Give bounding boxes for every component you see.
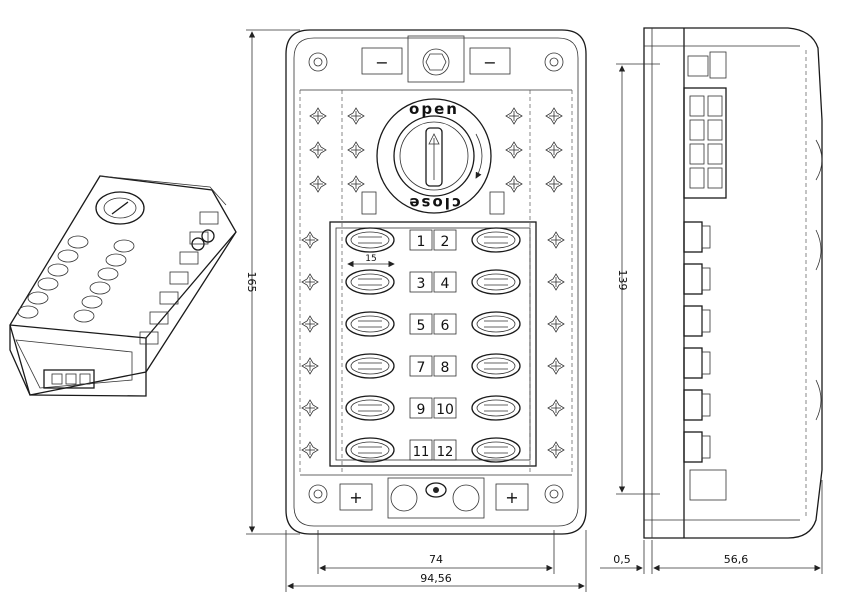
- offset-label: 0,5: [613, 553, 631, 566]
- isometric-view: [9, 175, 237, 397]
- minus-left: −: [375, 53, 388, 72]
- front-view: − − open close: [285, 29, 587, 535]
- front-dimensions: 165 74 94,56: [245, 29, 587, 592]
- fuse-number: 6: [441, 318, 450, 334]
- minus-right: −: [483, 53, 496, 72]
- fuse-number: 9: [417, 402, 426, 418]
- fuse-number: 1: [417, 234, 426, 250]
- plus-left: +: [349, 488, 362, 507]
- dial-open-label: open: [409, 100, 459, 118]
- fuse-number: 12: [437, 445, 454, 460]
- depth-label: 56,6: [724, 553, 749, 566]
- fuse-numbers: 1 2 3 4 5 6 7 8 9 10 11 12: [413, 234, 454, 460]
- side-view: [643, 27, 823, 539]
- fuse-number: 11: [413, 445, 430, 460]
- fuse-number: 10: [436, 402, 454, 418]
- fuse-number-boxes: [409, 229, 457, 461]
- fuse-number: 3: [417, 276, 426, 292]
- side-dimensions: 139 0,5 56,6: [600, 63, 823, 574]
- fuse-number: 4: [441, 276, 450, 292]
- width-inner-label: 74: [429, 553, 443, 566]
- side-screws: [301, 231, 565, 459]
- fuse-number: 8: [441, 360, 450, 376]
- fuse-number: 7: [417, 360, 426, 376]
- rotary-switch: open close: [376, 98, 492, 214]
- top-screws: [309, 107, 563, 193]
- iso-side-terminals: [139, 211, 219, 345]
- iso-fuse-rows: [17, 235, 135, 323]
- side-terminals: [683, 221, 711, 463]
- height-inner-label: 139: [616, 270, 629, 291]
- fuse-number: 2: [441, 234, 450, 250]
- width-total-label: 94,56: [420, 572, 452, 585]
- plus-right: +: [505, 488, 518, 507]
- fuse-number: 5: [417, 318, 426, 334]
- dial-close-label: close: [407, 194, 460, 212]
- height-total-label: 165: [245, 272, 258, 293]
- fuse-pitch-label: 15: [365, 254, 376, 264]
